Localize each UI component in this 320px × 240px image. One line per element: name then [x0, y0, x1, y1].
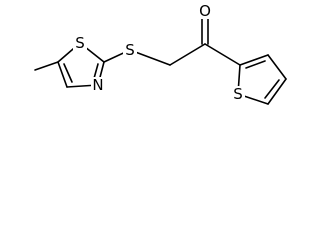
- bond-c4-c5: [57, 61, 68, 88]
- atom-label-s-thiazole: S: [75, 34, 85, 52]
- label-bg-s-thiazole: [73, 35, 87, 51]
- bond-c5-c4-inner: [264, 79, 280, 99]
- label-bg-s-thioether: [123, 42, 137, 58]
- atom-labels: S N S O S: [73, 2, 245, 103]
- bond-c4-c5-inner: [63, 63, 73, 83]
- bond-co-thiophene: [204, 43, 241, 66]
- atom-label-o-carbonyl: O: [199, 2, 211, 20]
- atom-label-n-thiazole: N: [92, 76, 103, 94]
- thioether-linker: [103, 43, 206, 66]
- structure-svg: S N S O S: [34, 2, 287, 105]
- bond-c3-c2-inner: [245, 60, 266, 69]
- bond-methyl-c5: [34, 61, 59, 71]
- carbonyl-group: [201, 15, 241, 66]
- label-bg-s-thiophene: [231, 86, 245, 102]
- thiophene-ring: [237, 54, 287, 105]
- label-bg-n-thiazole: [91, 77, 105, 93]
- bond-ch2-co: [169, 43, 206, 66]
- atom-label-s-thiophene: S: [233, 85, 243, 103]
- bond-c3-c2: [239, 54, 269, 66]
- label-bg-o-carbonyl: [198, 3, 212, 19]
- molecule-diagram: S N S O S: [0, 0, 311, 120]
- bond-c5-c4: [267, 78, 287, 105]
- atom-label-s-thioether: S: [125, 41, 135, 59]
- methyl-group: [34, 61, 59, 71]
- bond-c4-c3: [267, 54, 287, 80]
